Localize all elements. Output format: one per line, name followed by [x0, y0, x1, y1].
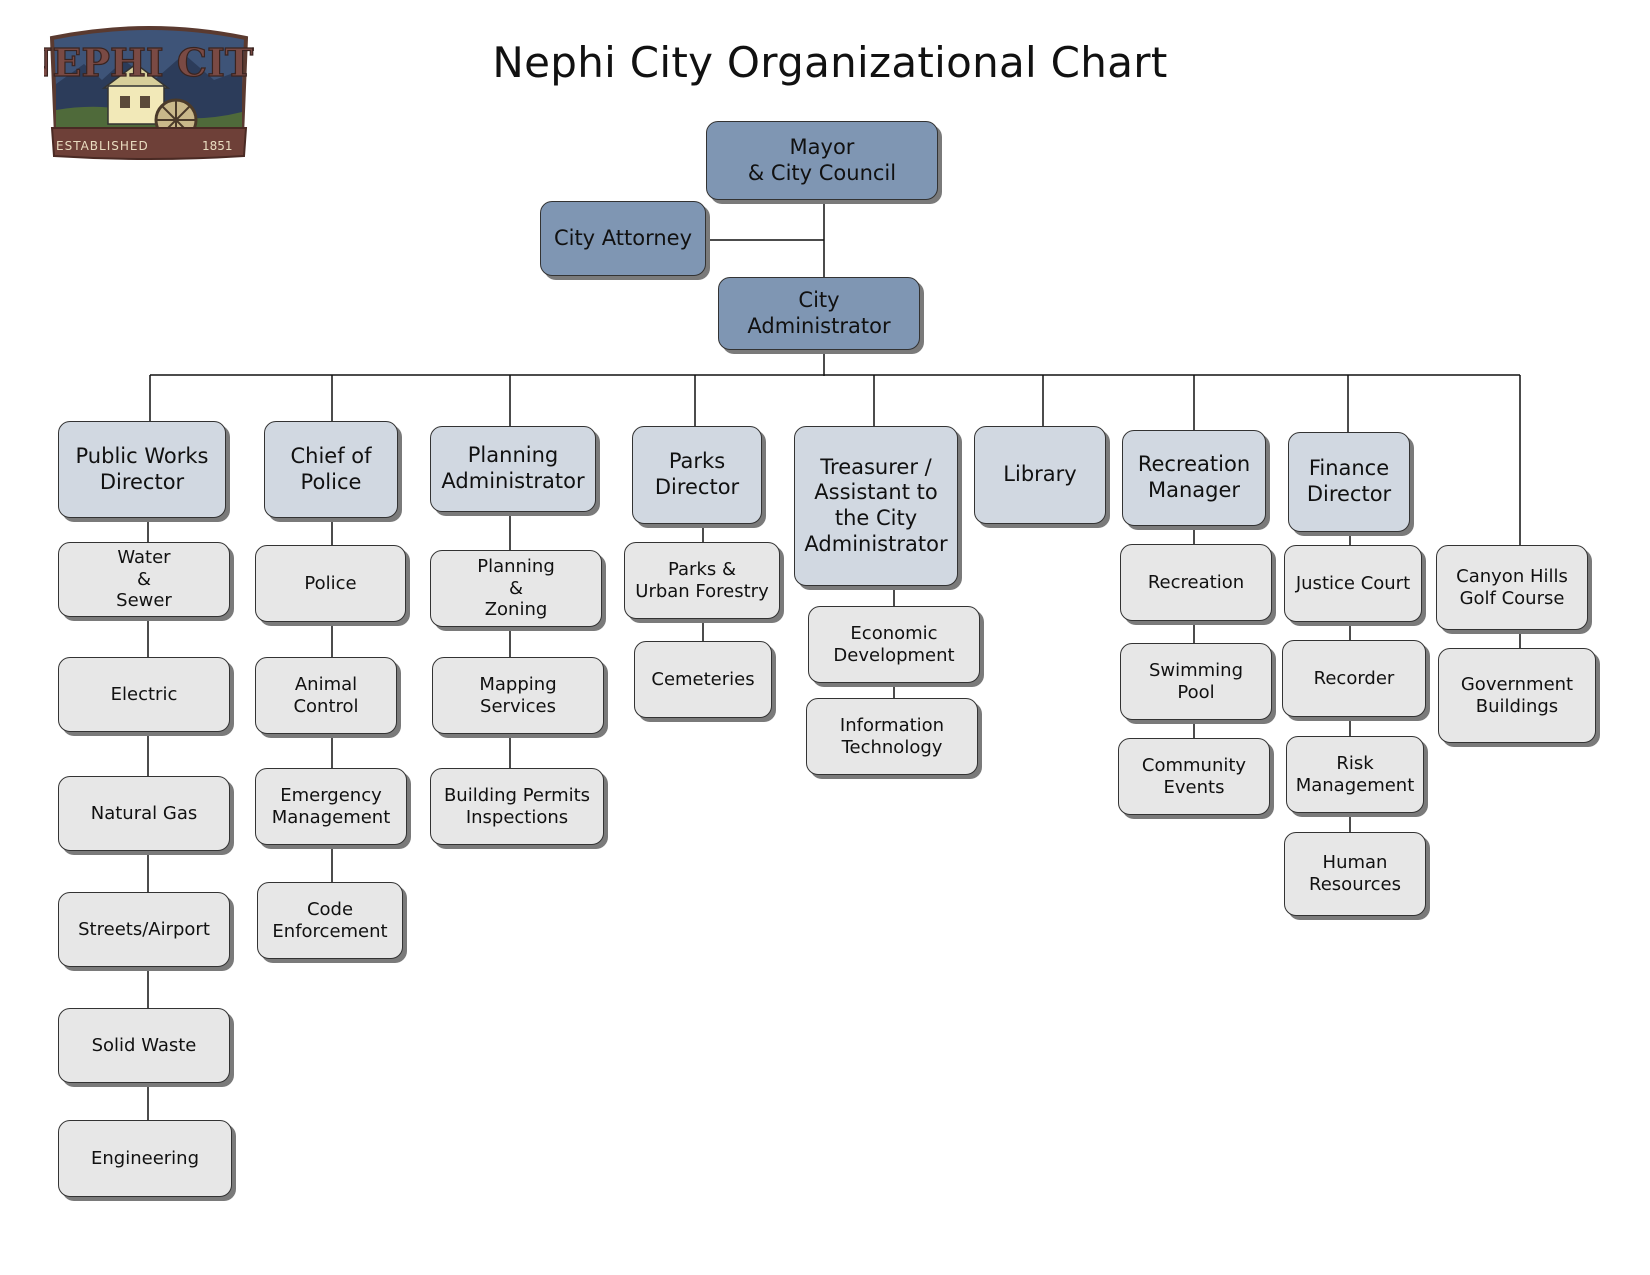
unit-parks-urban-forestry: Parks & Urban Forestry [624, 542, 780, 619]
unit-risk-management: Risk Management [1286, 736, 1424, 813]
logo-year-text: 1851 [202, 139, 233, 153]
unit-human-resources: Human Resources [1284, 832, 1426, 916]
unit-community-events: Community Events [1118, 738, 1270, 815]
dept-head-finance-director: Finance Director [1288, 432, 1410, 532]
dept-head-recreation-manager: Recreation Manager [1122, 430, 1266, 526]
dept-head-library: Library [974, 426, 1106, 524]
unit-recorder: Recorder [1282, 640, 1426, 717]
nephi-city-logo: ESTABLISHED 1851 NEPHI CITY [17, 24, 282, 162]
logo-established-text: ESTABLISHED [56, 139, 149, 153]
unit-recreation: Recreation [1120, 544, 1272, 621]
unit-planning-zoning: Planning & Zoning [430, 550, 602, 627]
unit-information-technology: Information Technology [806, 698, 978, 775]
unit-water-sewer: Water & Sewer [58, 542, 230, 617]
dept-head-parks-director: Parks Director [632, 426, 762, 524]
unit-justice-court: Justice Court [1284, 545, 1422, 622]
unit-mapping-services: Mapping Services [432, 657, 604, 734]
dept-head-chief-of-police: Chief of Police [264, 421, 398, 518]
city-attorney-box: City Attorney [540, 201, 706, 276]
unit-solid-waste: Solid Waste [58, 1008, 230, 1083]
unit-streets-airport: Streets/Airport [58, 892, 230, 967]
page-title: Nephi City Organizational Chart [492, 38, 1168, 87]
unit-animal-control: Animal Control [255, 657, 397, 734]
unit-code-enforcement: Code Enforcement [257, 882, 403, 959]
city-administrator-box: City Administrator [718, 277, 920, 350]
unit-swimming-pool: Swimming Pool [1120, 643, 1272, 720]
unit-police: Police [255, 545, 406, 622]
unit-electric: Electric [58, 657, 230, 732]
unit-economic-development: Economic Development [808, 606, 980, 683]
unit-natural-gas: Natural Gas [58, 776, 230, 851]
unit-cemeteries: Cemeteries [634, 641, 772, 718]
unit-emergency-management: Emergency Management [255, 768, 407, 845]
dept-head-planning-administrator: Planning Administrator [430, 426, 596, 512]
unit-government-buildings: Government Buildings [1438, 648, 1596, 743]
dept-head-public-works: Public Works Director [58, 421, 226, 518]
unit-engineering: Engineering [58, 1120, 232, 1197]
logo-name-text: NEPHI CITY [44, 40, 254, 85]
unit-canyon-hills-golf-course: Canyon Hills Golf Course [1436, 545, 1588, 630]
mayor-city-council-box: Mayor & City Council [706, 121, 938, 200]
dept-head-treasurer: Treasurer / Assistant to the City Admini… [794, 426, 958, 586]
unit-building-permits: Building Permits Inspections [430, 768, 604, 845]
